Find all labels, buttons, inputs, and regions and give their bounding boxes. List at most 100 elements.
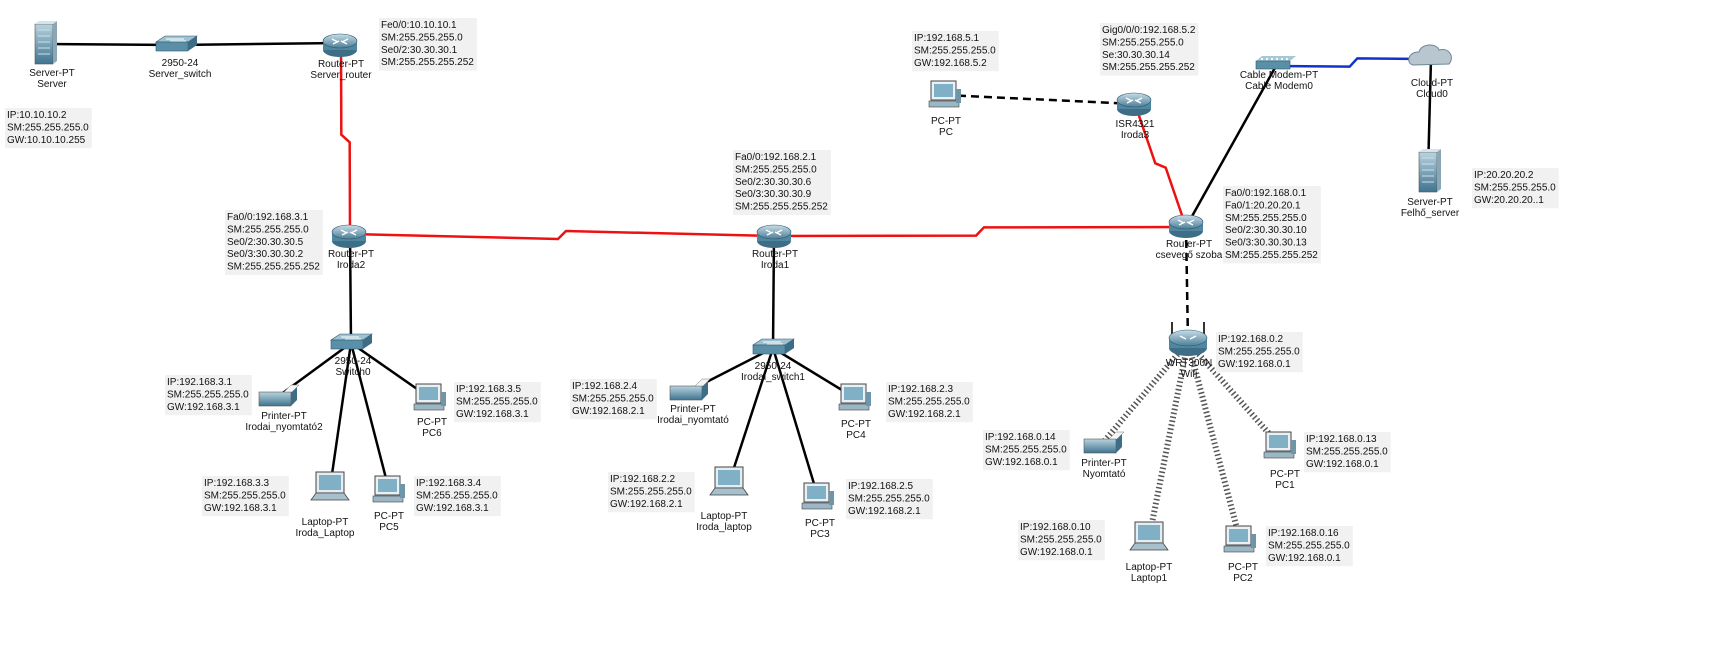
note-background <box>912 31 999 72</box>
links-layer <box>43 41 1433 541</box>
link-switch0-iroda_laptop[interactable] <box>328 342 353 489</box>
link-switch0-pc5[interactable] <box>349 342 391 491</box>
note-line: GW:192.168.0.1 <box>1306 459 1379 470</box>
note-line: IP:192.168.0.13 <box>1306 434 1377 445</box>
device-type-label: Printer-PT <box>670 404 716 415</box>
device-type-label: Router-PT <box>752 249 798 260</box>
note-wifi[interactable]: IP:192.168.0.2SM:255.255.255.0GW:192.168… <box>1216 332 1303 373</box>
note-line: SM:255.255.255.0 <box>1474 182 1556 193</box>
note-iroda2[interactable]: Fa0/0:192.168.3.1SM:255.255.255.0Se0/2:3… <box>225 210 323 275</box>
note-line: SM:255.255.255.0 <box>848 493 930 504</box>
note-printer2[interactable]: IP:192.168.3.1SM:255.255.255.0GW:192.168… <box>165 375 252 416</box>
link-iroda2-switch0[interactable] <box>348 233 353 344</box>
note-line: Fa0/1:20.20.20.1 <box>1225 200 1301 211</box>
note-pc1[interactable]: IP:192.168.0.13SM:255.255.255.0GW:192.16… <box>1304 432 1391 473</box>
printer-icon <box>258 384 300 407</box>
note-printer1[interactable]: IP:192.168.2.4SM:255.255.255.0GW:192.168… <box>570 379 657 420</box>
note-background <box>454 382 541 423</box>
device-type-label: PC-PT <box>931 116 961 127</box>
link-irodai_switch1-pc3[interactable] <box>771 347 820 498</box>
link-isr-csevego[interactable] <box>1133 103 1188 228</box>
note-isr[interactable]: Gig0/0/0:192.168.5.2SM:255.255.255.0Se:3… <box>1100 23 1199 76</box>
note-line: IP:192.168.5.1 <box>914 33 979 44</box>
link-iroda1-irodai_switch1[interactable] <box>771 235 776 349</box>
note-laptop1[interactable]: IP:192.168.0.10SM:255.255.255.0GW:192.16… <box>1018 520 1105 561</box>
device-type-label: Printer-PT <box>1081 458 1127 469</box>
note-csevego[interactable]: Fa0/0:192.168.0.1Fa0/1:20.20.20.1SM:255.… <box>1223 186 1321 264</box>
link-pc-isr[interactable] <box>944 93 1136 106</box>
note-line: IP:10.10.10.2 <box>7 110 67 121</box>
note-line: GW:20.20.20..1 <box>1474 195 1544 206</box>
link-iroda2-iroda1[interactable] <box>349 229 775 241</box>
link-server_router-iroda2[interactable] <box>339 42 352 235</box>
note-pc5[interactable]: IP:192.168.3.4SM:255.255.255.0GW:192.168… <box>414 476 501 517</box>
note-line: IP:192.168.2.2 <box>610 474 675 485</box>
link-iroda1-csevego[interactable] <box>773 225 1187 238</box>
note-iroda_laptop2[interactable]: IP:192.168.2.2SM:255.255.255.0GW:192.168… <box>608 472 695 513</box>
note-line: IP:192.168.0.14 <box>985 432 1056 443</box>
link-wifi-laptop1[interactable] <box>1146 341 1191 539</box>
note-line: Fa0/0:192.168.3.1 <box>227 212 309 223</box>
note-line: SM:255.255.255.0 <box>572 393 654 404</box>
note-felho_server[interactable]: IP:20.20.20.2SM:255.255.255.0GW:20.20.20… <box>1472 168 1559 209</box>
switch-icon <box>330 333 373 350</box>
note-server[interactable]: IP:10.10.10.2SM:255.255.255.0GW:10.10.10… <box>5 108 92 149</box>
link-server-server_switch[interactable] <box>43 42 177 47</box>
device-name-label: Irodai_switch1 <box>741 372 805 383</box>
link-csevego-wifi[interactable] <box>1184 226 1190 343</box>
link-wifi-pc1[interactable] <box>1185 340 1283 448</box>
note-pc4[interactable]: IP:192.168.2.3SM:255.255.255.0GW:192.168… <box>886 382 973 423</box>
note-pc2[interactable]: IP:192.168.0.16SM:255.255.255.0GW:192.16… <box>1266 526 1353 567</box>
note-line: SM:255.255.255.0 <box>7 122 89 133</box>
note-pc[interactable]: IP:192.168.5.1SM:255.255.255.0GW:192.168… <box>912 31 999 72</box>
note-background <box>225 210 323 275</box>
note-pc6[interactable]: IP:192.168.3.5SM:255.255.255.0GW:192.168… <box>454 382 541 423</box>
note-iroda_laptop[interactable]: IP:192.168.3.3SM:255.255.255.0GW:192.168… <box>202 476 289 517</box>
note-line: Se0/3:30.30.30.2 <box>227 249 304 260</box>
device-type-label: Cloud-PT <box>1411 78 1453 89</box>
note-server_router[interactable]: Fe0/0:10.10.10.1SM:255.255.255.0Se0/2:30… <box>379 18 477 71</box>
note-line: SM:255.255.255.252 <box>227 262 320 273</box>
note-line: SM:255.255.255.0 <box>227 224 309 235</box>
note-line: GW:192.168.0.1 <box>1218 359 1291 370</box>
note-printer3[interactable]: IP:192.168.0.14SM:255.255.255.0GW:192.16… <box>983 430 1070 471</box>
note-line: Fe0/0:10.10.10.1 <box>381 20 457 31</box>
link-csevego-cable_modem[interactable] <box>1184 65 1278 228</box>
note-iroda1[interactable]: Fa0/0:192.168.2.1SM:255.255.255.0Se0/2:3… <box>733 150 831 215</box>
link-irodai_switch1-iroda_laptop2[interactable] <box>727 347 775 484</box>
link-server_switch-server_router[interactable] <box>175 41 342 47</box>
device-name-label: Iroda3 <box>1121 130 1150 141</box>
link-cable_modem-cloud[interactable] <box>1275 57 1432 68</box>
router-icon <box>1168 214 1204 238</box>
note-line: GW:192.168.2.1 <box>888 409 961 420</box>
note-line: SM:255.255.255.252 <box>1102 62 1195 73</box>
link-wifi-printer3[interactable] <box>1098 340 1191 447</box>
note-pc3[interactable]: IP:192.168.2.5SM:255.255.255.0GW:192.168… <box>846 479 933 520</box>
